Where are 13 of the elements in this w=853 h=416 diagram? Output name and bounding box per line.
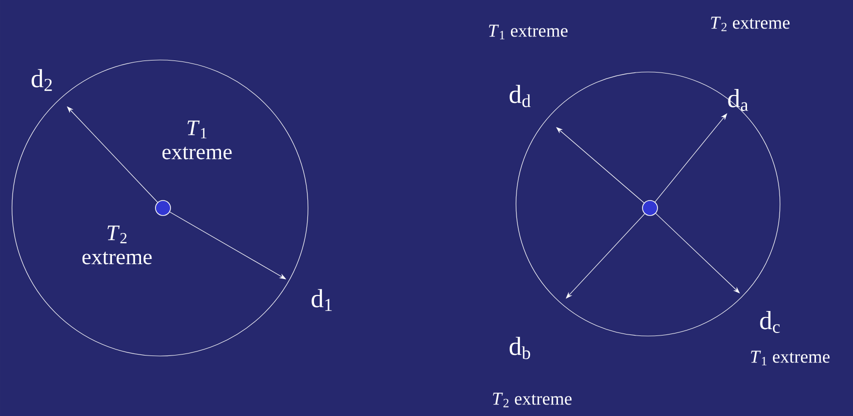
direction-label: d$_{c}$ xyxy=(760,311,780,333)
direction-label: d$_{b}$ xyxy=(510,336,530,360)
center-dot xyxy=(155,200,171,216)
arrow xyxy=(655,213,740,294)
region-label: T$_{2}$ extreme xyxy=(493,392,572,408)
direction-label: d$_{a}$ xyxy=(728,89,748,111)
direction-label: d$_{1}$ xyxy=(312,289,332,311)
region-label: T$_{1}$ extreme xyxy=(489,24,568,40)
direction-label: d$_{d}$ xyxy=(510,84,531,108)
region-label: T$_{2}$ extreme xyxy=(711,16,790,32)
region-label: T$_{1}$ extreme xyxy=(751,350,830,366)
direction-label: d$_{2}$ xyxy=(32,69,52,91)
center-dot xyxy=(642,200,658,216)
